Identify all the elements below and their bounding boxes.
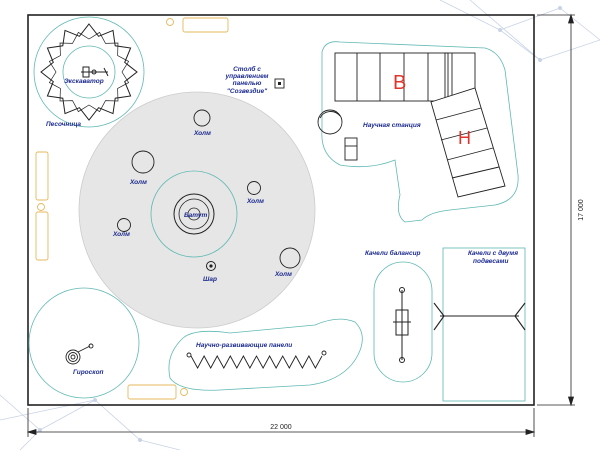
gyroscope-zone bbox=[28, 287, 140, 399]
hill-5-label: Холм bbox=[274, 271, 292, 278]
benches bbox=[35, 17, 229, 400]
width-dimension: 22 000 bbox=[270, 424, 292, 431]
double-swing-label-2: подвесами bbox=[473, 257, 508, 265]
science-station-block-h bbox=[430, 87, 506, 198]
panels-zone bbox=[168, 318, 363, 391]
width-dimension-line bbox=[26, 408, 536, 437]
sandbox-star bbox=[40, 23, 138, 121]
science-station-block-b bbox=[334, 52, 476, 102]
gyroscope-icon bbox=[65, 343, 94, 365]
trampoline-label: Батут bbox=[184, 212, 207, 219]
control-post-label-2: управлением bbox=[225, 73, 269, 80]
balance-swing-label: Качели балансир bbox=[365, 249, 421, 257]
ball-label: Шар bbox=[203, 276, 217, 283]
ball-center bbox=[209, 264, 213, 268]
double-swing-label-1: Качели с двумя bbox=[468, 249, 518, 257]
hill-1-label: Холм bbox=[193, 130, 211, 137]
height-dimension: 17 000 bbox=[578, 199, 585, 221]
hill-4-label: Холм bbox=[112, 231, 130, 238]
block-h-letter: Н bbox=[458, 128, 471, 148]
trampoline-inner bbox=[178, 198, 210, 230]
panels-label: Научно-развивающие панели bbox=[196, 342, 292, 349]
hill-3-label: Холм bbox=[246, 198, 264, 205]
excavator-label: Экскаватор bbox=[64, 78, 104, 85]
gyroscope-label: Гироскоп bbox=[73, 369, 104, 376]
science-station-zone bbox=[321, 41, 519, 223]
excavator-icon bbox=[81, 66, 109, 78]
hill-1 bbox=[193, 109, 211, 127]
site-boundary bbox=[27, 14, 535, 406]
height-dimension-line bbox=[537, 13, 575, 407]
control-post-icon bbox=[274, 78, 285, 89]
hill-2-label: Холм bbox=[129, 179, 147, 186]
hill-2 bbox=[131, 150, 155, 174]
control-post-label-1: Столб с bbox=[233, 65, 261, 73]
hill-4 bbox=[117, 218, 131, 232]
block-b-letter: В bbox=[393, 72, 406, 94]
double-swing-icon bbox=[433, 302, 526, 331]
panels-zigzag bbox=[190, 355, 323, 369]
slide-icon bbox=[317, 109, 358, 161]
balance-swing-icon bbox=[393, 287, 411, 363]
control-post-label-3: панелью bbox=[233, 80, 262, 87]
balance-swing-zone bbox=[373, 261, 433, 383]
ball bbox=[206, 261, 216, 271]
control-post-label-4: "Созвездие" bbox=[227, 87, 268, 95]
trampoline-safety-zone bbox=[150, 170, 238, 258]
hill-zone bbox=[78, 91, 316, 329]
control-post-dot bbox=[278, 82, 281, 85]
hill-5 bbox=[279, 247, 301, 269]
science-station-label: Научная станция bbox=[363, 122, 421, 129]
panels-ends bbox=[186, 350, 327, 358]
sandbox-star-inner bbox=[48, 31, 130, 113]
double-swing-zone bbox=[442, 247, 526, 402]
trampoline-core bbox=[187, 207, 201, 221]
sandbox bbox=[33, 16, 145, 128]
trampoline bbox=[173, 193, 215, 235]
sandbox-label: Песочница bbox=[46, 121, 81, 128]
hill-3 bbox=[247, 181, 261, 195]
